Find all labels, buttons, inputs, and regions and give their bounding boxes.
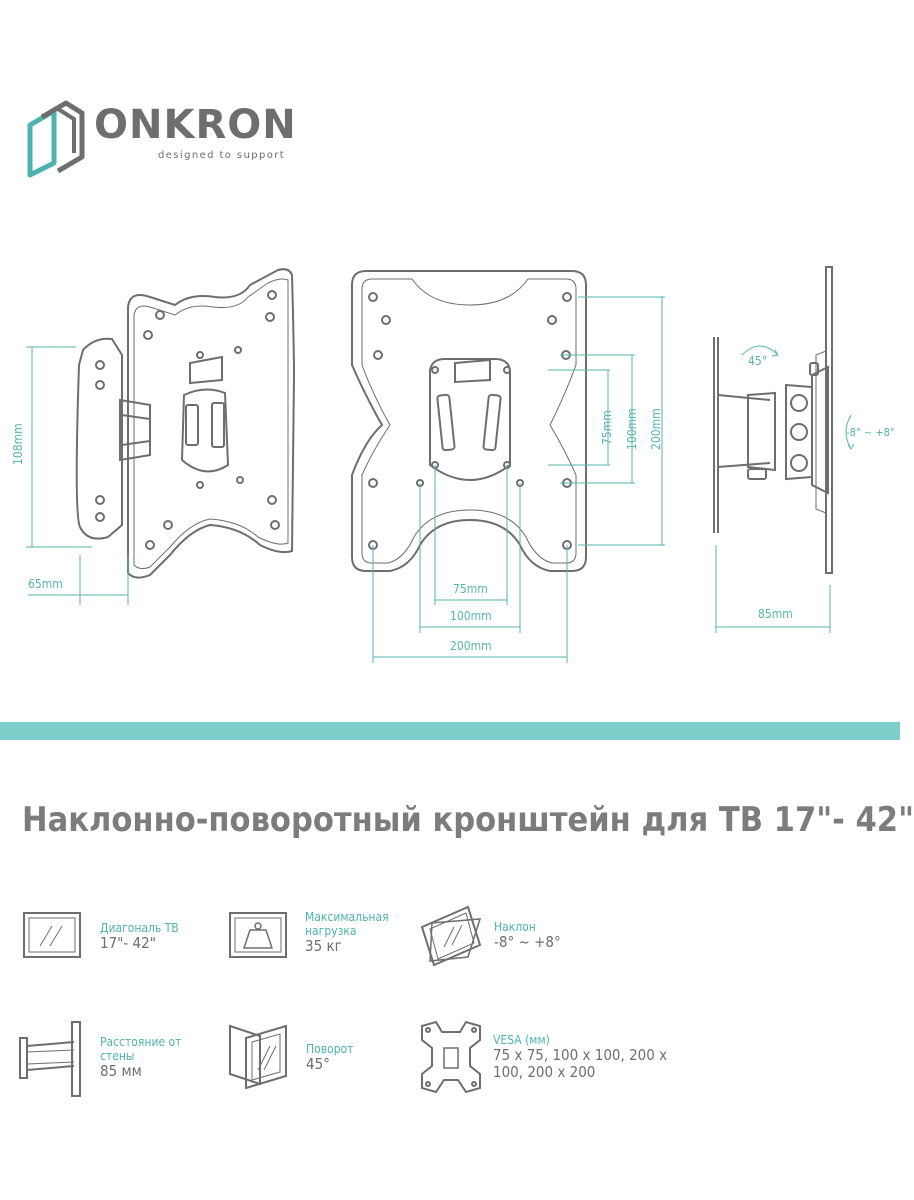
- bracket-front-view: [351, 270, 587, 572]
- dim-plate-v-75: 75mm: [600, 410, 614, 445]
- feature-value: 17"- 42": [100, 934, 156, 952]
- dim-plate-h-75: 75mm: [453, 582, 488, 596]
- logo-wordmark: ONKRON: [94, 102, 297, 148]
- vesa-plate-icon: [421, 1020, 481, 1094]
- feature-max-load: Максимальная нагрузка 35 кг: [305, 910, 415, 955]
- feature-value: 45°: [306, 1055, 330, 1073]
- logo-tagline: designed to support: [158, 150, 286, 161]
- feature-label: Диагональ ТВ: [100, 921, 179, 935]
- tv-screen-icon: [23, 912, 81, 958]
- feature-tv-diagonal: Диагональ ТВ 17"- 42": [100, 921, 210, 952]
- dim-plate-v-100: 100mm: [625, 408, 639, 450]
- wall-distance-icon: [19, 1021, 81, 1097]
- swivel-icon: [229, 1024, 287, 1090]
- logo-cube-icon: [27, 100, 85, 178]
- dim-plate-h-200: 200mm: [450, 639, 492, 653]
- technical-drawing: 108mm 65mm 75mm 100mm 200mm 75mm 100mm 2…: [11, 266, 895, 663]
- feature-tilt: Наклон -8° ~ +8°: [494, 920, 604, 951]
- dim-plate-h-100: 100mm: [450, 609, 492, 623]
- feature-label: Наклон: [494, 920, 536, 934]
- feature-label: VESA (мм): [493, 1033, 550, 1047]
- dim-tilt-range: -8° ~ +8°: [846, 426, 895, 439]
- dim-plate-v-200: 200mm: [649, 408, 663, 450]
- dim-side-height: 108mm: [11, 423, 25, 465]
- feature-label: Поворот: [306, 1042, 354, 1056]
- product-title: Наклонно-поворотный кронштейн для ТВ 17"…: [22, 800, 914, 840]
- accent-band: [0, 722, 900, 740]
- dim-wall-distance: 85mm: [758, 607, 793, 621]
- feature-label: Максимальная нагрузка: [305, 910, 389, 938]
- feature-value: 85 мм: [100, 1062, 142, 1080]
- onkron-logo: [27, 100, 85, 178]
- feature-value: 35 кг: [305, 937, 342, 955]
- feature-swivel: Поворот 45°: [306, 1042, 416, 1073]
- feature-label: Расстояние от стены: [100, 1035, 182, 1063]
- feature-wall-distance: Расстояние от стены 85 мм: [100, 1035, 210, 1080]
- dim-side-depth: 65mm: [28, 577, 63, 591]
- dim-swivel-angle: 45°: [748, 354, 767, 368]
- feature-value: -8° ~ +8°: [494, 933, 561, 951]
- feature-vesa: VESA (мм) 75 x 75, 100 x 100, 200 x 100,…: [493, 1033, 673, 1081]
- bracket-perspective-view: [75, 268, 296, 579]
- tilt-icon: [420, 905, 482, 967]
- feature-value: 75 x 75, 100 x 100, 200 x 100, 200 x 200: [493, 1046, 668, 1081]
- bracket-side-view: [713, 266, 833, 574]
- weight-load-icon: [229, 912, 287, 958]
